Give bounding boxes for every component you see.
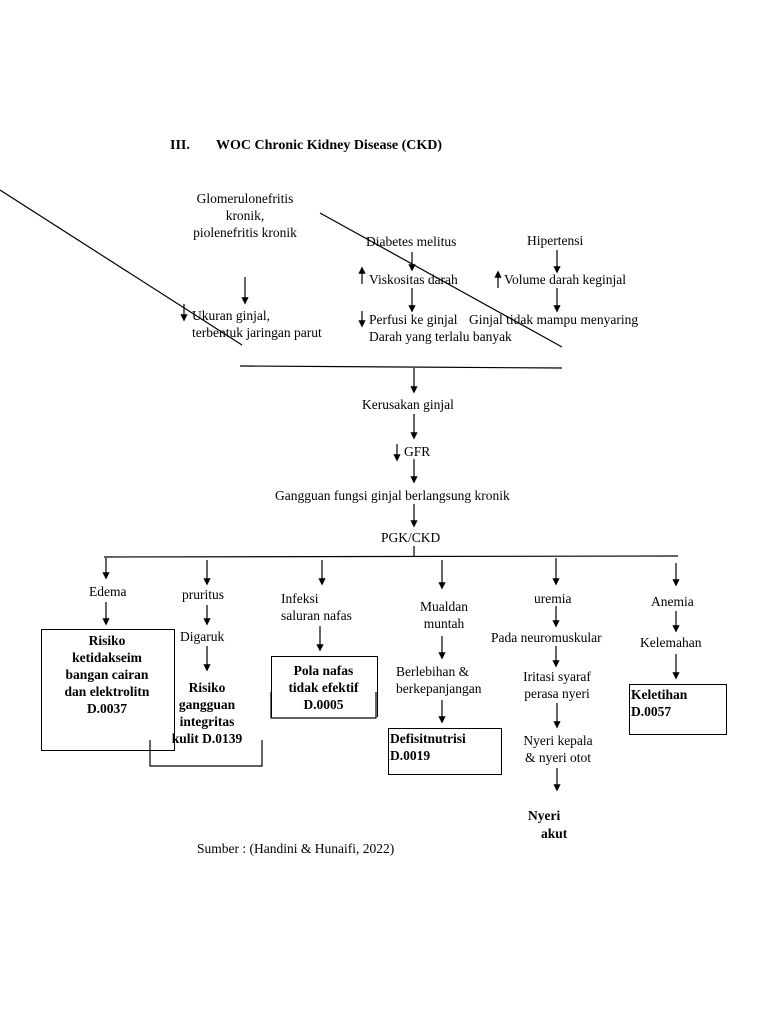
node-anemia: Anemia xyxy=(651,594,694,609)
node-hipertensi: Hipertensi xyxy=(527,233,584,248)
node-iritasi-syaraf: Iritasi syaraf perasa nyeri xyxy=(523,669,591,701)
heading-number: III. xyxy=(170,138,190,153)
node-keletihan: Keletihan D.0057 xyxy=(631,687,688,719)
bracket-risiko-kulit xyxy=(149,740,263,767)
node-nyeri-kepala: Nyeri kepala & nyeri otot xyxy=(523,733,593,765)
node-ginjal-tidak-mampu: Ginjal tidak mampu menyaring xyxy=(469,312,639,327)
diagonal-line-right xyxy=(319,212,563,348)
node-risiko-cairan: Risiko ketidakseim bangan cairan dan ele… xyxy=(64,633,150,716)
node-kelemahan: Kelemahan xyxy=(640,635,702,650)
node-digaruk: Digaruk xyxy=(180,629,225,644)
node-volume: Volume darah keginjal xyxy=(504,272,626,287)
node-edema: Edema xyxy=(89,584,127,599)
node-infeksi: Infeksi saluran nafas xyxy=(281,591,352,623)
node-risiko-kulit: Risiko gangguan integritas kulit D.0139 xyxy=(171,680,243,746)
node-gfr: GFR xyxy=(404,444,431,459)
node-ukuran-ginjal: Ukuran ginjal, terbentuk jaringan parut xyxy=(192,308,322,340)
diagonal-line-left xyxy=(0,189,243,346)
box-keletihan xyxy=(629,684,727,735)
node-gangguan-fungsi: Gangguan fungsi ginjal berlangsung kroni… xyxy=(275,488,510,503)
node-mual-muntah: Mualdan muntah xyxy=(420,599,468,631)
separator-line xyxy=(239,365,563,369)
branch-bar xyxy=(103,555,679,558)
node-defisit-nutrisi: Defisitnutrisi D.0019 xyxy=(390,731,466,763)
node-uremia: uremia xyxy=(534,591,572,606)
node-neuromuskular: Pada neuromuskular xyxy=(491,630,602,645)
node-pola-nafas: Pola nafas tidak efektif D.0005 xyxy=(288,663,359,712)
node-viskositas: Viskositas darah xyxy=(369,272,458,287)
node-perfusi: Perfusi ke ginjal xyxy=(369,312,458,327)
node-nyeri-akut-2: akut xyxy=(541,826,568,841)
source-citation: Sumber : (Handini & Hunaifi, 2022) xyxy=(197,841,395,856)
box-pola-nafas xyxy=(271,656,378,717)
box-defisit xyxy=(388,728,502,775)
node-nyeri-akut-1: Nyeri xyxy=(528,808,561,823)
node-pgk-ckd: PGK/CKD xyxy=(381,530,441,545)
node-diabetes: Diabetes melitus xyxy=(366,234,457,249)
node-pruritus: pruritus xyxy=(182,587,224,602)
node-glomerulonefritis: Glomerulonefritis kronik, piolenefritis … xyxy=(193,191,297,240)
node-darah-banyak: Darah yang terlalu banyak xyxy=(369,329,512,344)
box-risiko-cairan xyxy=(41,629,175,751)
node-kerusakan-ginjal: Kerusakan ginjal xyxy=(362,397,454,412)
page-title: WOC Chronic Kidney Disease (CKD) xyxy=(216,138,443,153)
node-berlebihan: Berlebihan & berkepanjangan xyxy=(396,664,482,696)
